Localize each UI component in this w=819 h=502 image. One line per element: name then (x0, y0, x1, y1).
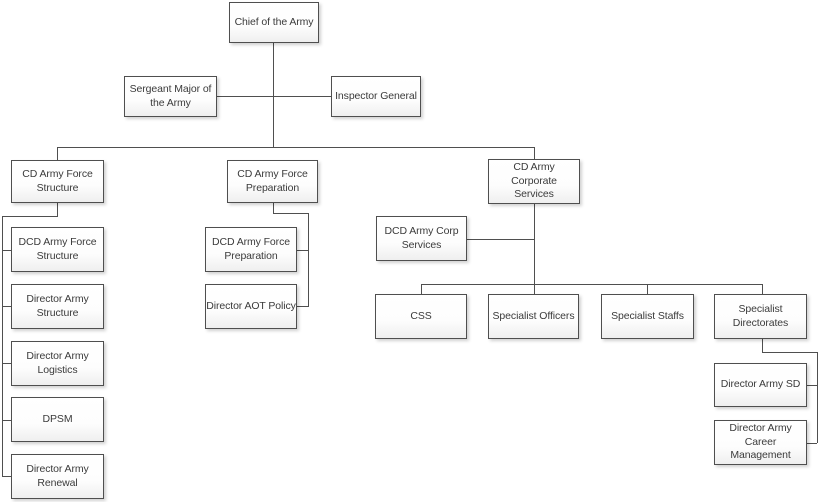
connector-line (297, 250, 308, 251)
connector-line (297, 306, 308, 307)
connector-line (308, 213, 309, 307)
connector-line (534, 204, 535, 284)
connector-line (534, 284, 535, 294)
connector-line (2, 420, 11, 421)
org-node-inspector-general: Inspector General (331, 76, 421, 117)
connector-line (762, 284, 763, 294)
connector-line (534, 147, 535, 159)
connector-line (273, 43, 274, 147)
connector-line (273, 203, 274, 214)
org-node-chief-of-the-army: Chief of the Army (229, 2, 319, 43)
connector-line (57, 147, 58, 160)
connector-line (217, 96, 331, 97)
org-node-dpsm: DPSM (11, 397, 104, 442)
connector-line (273, 213, 309, 214)
org-node-dcd-army-force-structure: DCD Army Force Structure (11, 227, 104, 272)
org-node-specialist-officers: Specialist Officers (488, 294, 579, 339)
org-node-dcd-army-force-preparation: DCD Army Force Preparation (205, 227, 297, 272)
connector-line (2, 216, 58, 217)
connector-line (647, 284, 648, 294)
connector-line (2, 363, 11, 364)
org-node-cd-army-force-preparation: CD Army Force Preparation (227, 160, 318, 203)
org-node-sergeant-major: Sergeant Major of the Army (124, 76, 217, 117)
org-node-director-aot-policy: Director AOT Policy (205, 284, 297, 329)
connector-line (762, 339, 763, 353)
org-node-director-army-career-management: Director Army Career Management (714, 420, 807, 465)
org-node-css: CSS (375, 294, 467, 339)
connector-line (421, 284, 763, 285)
connector-line (57, 147, 535, 148)
connector-line (817, 352, 818, 443)
org-node-director-army-renewal: Director Army Renewal (11, 454, 104, 499)
connector-line (57, 203, 58, 217)
org-node-cd-army-force-structure: CD Army Force Structure (11, 160, 104, 203)
connector-line (2, 216, 3, 477)
connector-line (2, 476, 11, 477)
org-node-cd-army-corporate-services: CD Army Corporate Services (488, 159, 580, 204)
org-node-director-army-sd: Director Army SD (714, 363, 807, 407)
org-node-director-army-structure: Director Army Structure (11, 284, 104, 329)
org-node-director-army-logistics: Director Army Logistics (11, 341, 104, 386)
org-node-specialist-staffs: Specialist Staffs (601, 294, 694, 339)
connector-line (421, 284, 422, 294)
connector-line (2, 306, 11, 307)
org-node-dcd-army-corp-services: DCD Army Corp Services (376, 216, 467, 261)
connector-line (467, 239, 534, 240)
connector-line (807, 385, 817, 386)
connector-line (807, 443, 817, 444)
connector-line (762, 352, 818, 353)
org-node-specialist-directorates: Specialist Directorates (714, 294, 807, 339)
connector-line (2, 250, 11, 251)
